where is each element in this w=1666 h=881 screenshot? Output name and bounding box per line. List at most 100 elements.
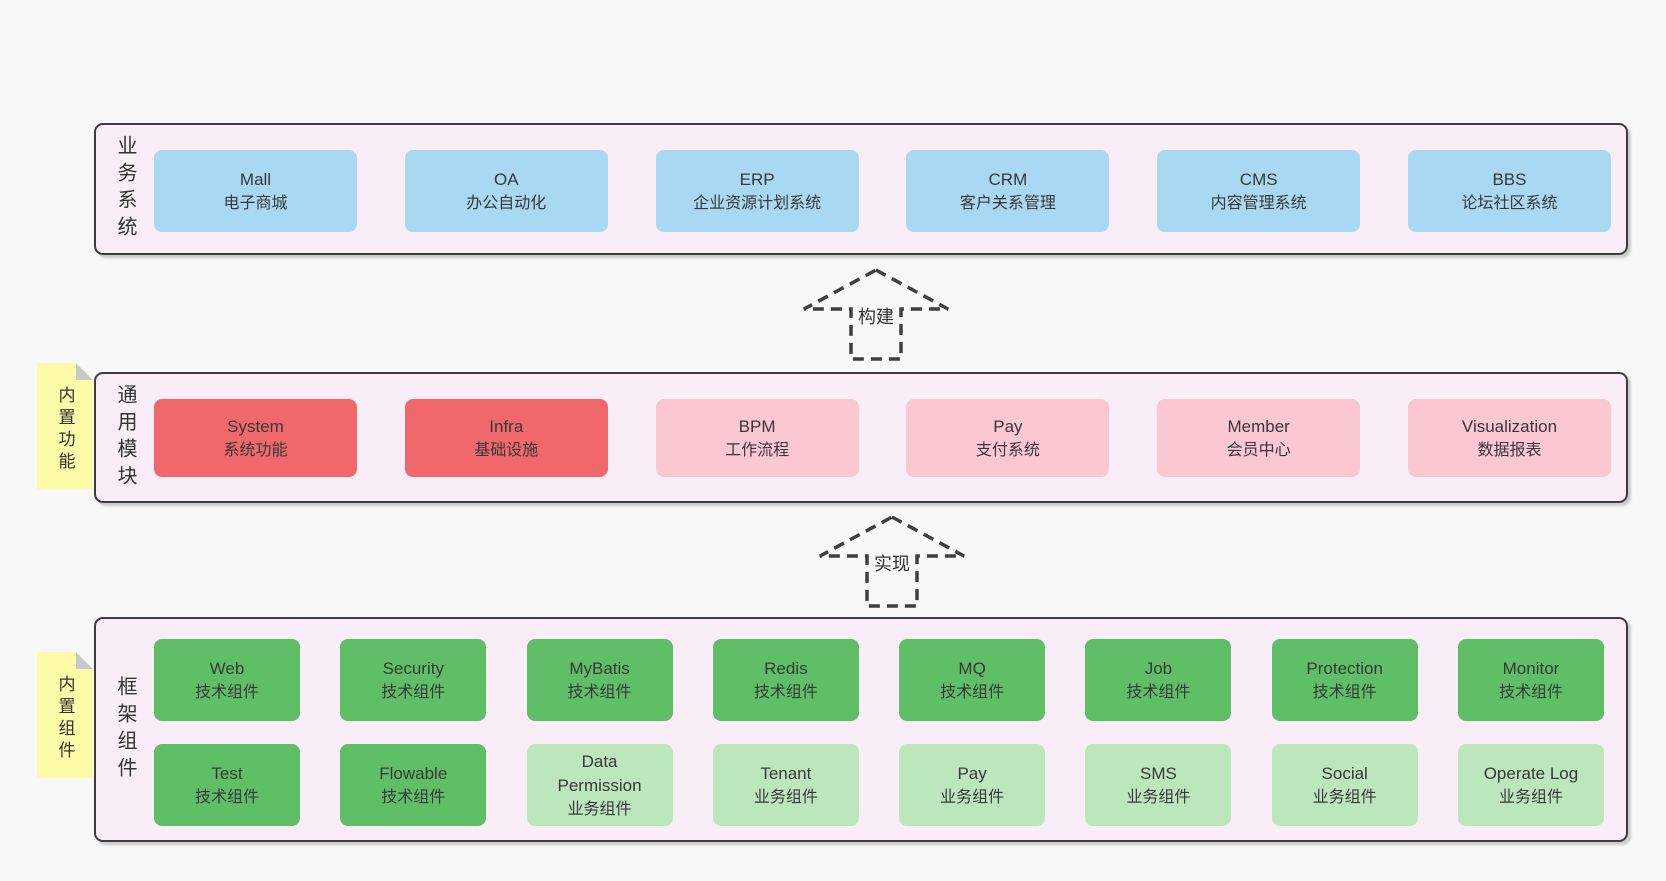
module-box-name: Pay (993, 416, 1023, 436)
module-box-name: BPM (738, 416, 776, 436)
component-box-name: Web (209, 658, 245, 678)
system-box-name: Mall (239, 169, 272, 189)
build-arrow-label: 构建 (855, 303, 897, 329)
component-box-desc: 业务组件 (1498, 788, 1563, 806)
built-in-features-note: 内置功能 (37, 363, 93, 489)
component-box-name: Redis (764, 658, 808, 678)
system-box-name: BBS (1492, 169, 1527, 189)
component-box-name: Data Permission (557, 751, 642, 795)
component-box-name: Monitor (1502, 658, 1560, 678)
module-box-desc: 系统功能 (223, 441, 288, 459)
up-arrow-icon (819, 515, 965, 608)
system-box-name: CMS (1239, 169, 1278, 189)
component-box-desc: 技术组件 (567, 683, 632, 701)
component-box-monitor: Monitor 技术组件 (1457, 639, 1604, 721)
component-box-desc: 技术组件 (753, 683, 818, 701)
note-fold-corner-icon (76, 652, 93, 669)
system-box-desc: 客户关系管理 (959, 194, 1056, 212)
module-box-desc: 数据报表 (1477, 441, 1542, 459)
component-box-pay: Pay 业务组件 (899, 744, 1046, 826)
component-box-job: Job 技术组件 (1085, 639, 1232, 721)
note-fold-corner-icon (76, 363, 93, 380)
component-box-desc: 业务组件 (1126, 788, 1191, 806)
module-box-visualization: Visualization 数据报表 (1407, 399, 1611, 477)
system-box-bbs: BBS 论坛社区系统 (1407, 150, 1611, 232)
common-modules-label: 通用模块 (114, 383, 136, 492)
module-box-desc: 支付系统 (975, 441, 1040, 459)
component-box-desc: 技术组件 (381, 788, 446, 806)
framework-components-grid: Web 技术组件 Security 技术组件 MyBatis 技术组件 Redi… (154, 639, 1604, 826)
component-box-name: Flowable (379, 763, 448, 783)
component-box-desc: 技术组件 (381, 683, 446, 701)
component-box-name: Pay (957, 763, 987, 783)
business-systems-panel: 业务系统 Mall 电子商城 OA 办公自动化 ERP 企业资源计划系统 CRM… (94, 123, 1628, 255)
framework-components-panel: 框架组件 Web 技术组件 Security 技术组件 MyBatis 技术组件… (94, 617, 1628, 842)
component-box-protection: Protection 技术组件 (1271, 639, 1418, 721)
system-box-mall: Mall 电子商城 (154, 150, 357, 232)
component-box-mybatis: MyBatis 技术组件 (526, 639, 673, 721)
system-box-desc: 办公自动化 (466, 194, 547, 212)
module-box-system: System 系统功能 (154, 399, 357, 477)
system-box-desc: 论坛社区系统 (1461, 194, 1558, 212)
system-box-erp: ERP 企业资源计划系统 (655, 150, 859, 232)
build-arrow: 构建 (800, 267, 952, 363)
business-systems-box-row: Mall 电子商城 OA 办公自动化 ERP 企业资源计划系统 CRM 客户关系… (154, 150, 1611, 232)
module-box-desc: 会员中心 (1226, 441, 1291, 459)
module-box-name: Infra (489, 416, 524, 436)
common-modules-panel: 通用模块 System 系统功能 Infra 基础设施 BPM 工作流程 Pay… (94, 372, 1628, 503)
component-box-desc: 业务组件 (940, 788, 1005, 806)
component-box-name: Operate Log (1483, 763, 1579, 783)
module-box-member: Member 会员中心 (1157, 399, 1361, 477)
component-box-name: MyBatis (569, 658, 630, 678)
component-box-name: Test (211, 763, 243, 783)
component-box-name: Job (1144, 658, 1173, 678)
component-box-social: Social 业务组件 (1271, 744, 1418, 826)
business-systems-label: 业务系统 (114, 135, 136, 243)
module-box-name: Member (1227, 416, 1290, 436)
component-box-name: SMS (1139, 763, 1177, 783)
built-in-features-note-text: 内置功能 (55, 385, 75, 474)
component-box-desc: 技术组件 (194, 788, 259, 806)
up-arrow-icon (803, 268, 949, 361)
framework-grid-row-1: Web 技术组件 Security 技术组件 MyBatis 技术组件 Redi… (154, 639, 1604, 721)
component-box-redis: Redis 技术组件 (712, 639, 859, 721)
component-box-test: Test 技术组件 (154, 744, 300, 826)
implement-arrow-label: 实现 (871, 550, 913, 576)
module-box-name: System (227, 416, 284, 436)
system-box-cms: CMS 内容管理系统 (1157, 150, 1361, 232)
module-box-desc: 基础设施 (474, 441, 539, 459)
component-box-desc: 业务组件 (567, 800, 632, 818)
system-box-desc: 企业资源计划系统 (693, 194, 822, 212)
component-box-desc: 技术组件 (1312, 683, 1377, 701)
component-box-web: Web 技术组件 (154, 639, 300, 721)
framework-grid-row-2: Test 技术组件 Flowable 技术组件 Data Permission … (154, 744, 1604, 826)
module-box-pay: Pay 支付系统 (906, 399, 1110, 477)
component-box-name: MQ (958, 658, 986, 678)
module-box-bpm: BPM 工作流程 (655, 399, 859, 477)
component-box-operate-log: Operate Log 业务组件 (1457, 744, 1604, 826)
component-box-desc: 技术组件 (940, 683, 1005, 701)
system-box-oa: OA 办公自动化 (404, 150, 608, 232)
module-box-desc: 工作流程 (725, 441, 790, 459)
component-box-desc: 业务组件 (1312, 788, 1377, 806)
system-box-name: CRM (988, 169, 1028, 189)
component-box-security: Security 技术组件 (340, 639, 487, 721)
component-box-desc: 技术组件 (1498, 683, 1563, 701)
component-box-mq: MQ 技术组件 (899, 639, 1046, 721)
built-in-components-note-text: 内置组件 (55, 674, 75, 763)
component-box-desc: 业务组件 (753, 788, 818, 806)
component-box-sms: SMS 业务组件 (1085, 744, 1232, 826)
implement-arrow: 实现 (816, 514, 968, 610)
module-box-infra: Infra 基础设施 (404, 399, 608, 477)
component-box-tenant: Tenant 业务组件 (712, 744, 859, 826)
system-box-crm: CRM 客户关系管理 (906, 150, 1110, 232)
system-box-desc: 内容管理系统 (1210, 194, 1307, 212)
system-box-name: OA (494, 169, 519, 189)
component-box-flowable: Flowable 技术组件 (340, 744, 487, 826)
built-in-components-note: 内置组件 (37, 652, 93, 778)
component-box-name: Protection (1306, 658, 1383, 678)
module-box-name: Visualization (1461, 416, 1558, 436)
component-box-desc: 技术组件 (1126, 683, 1191, 701)
component-box-data-permission: Data Permission 业务组件 (526, 744, 673, 826)
system-box-name: ERP (739, 169, 775, 189)
